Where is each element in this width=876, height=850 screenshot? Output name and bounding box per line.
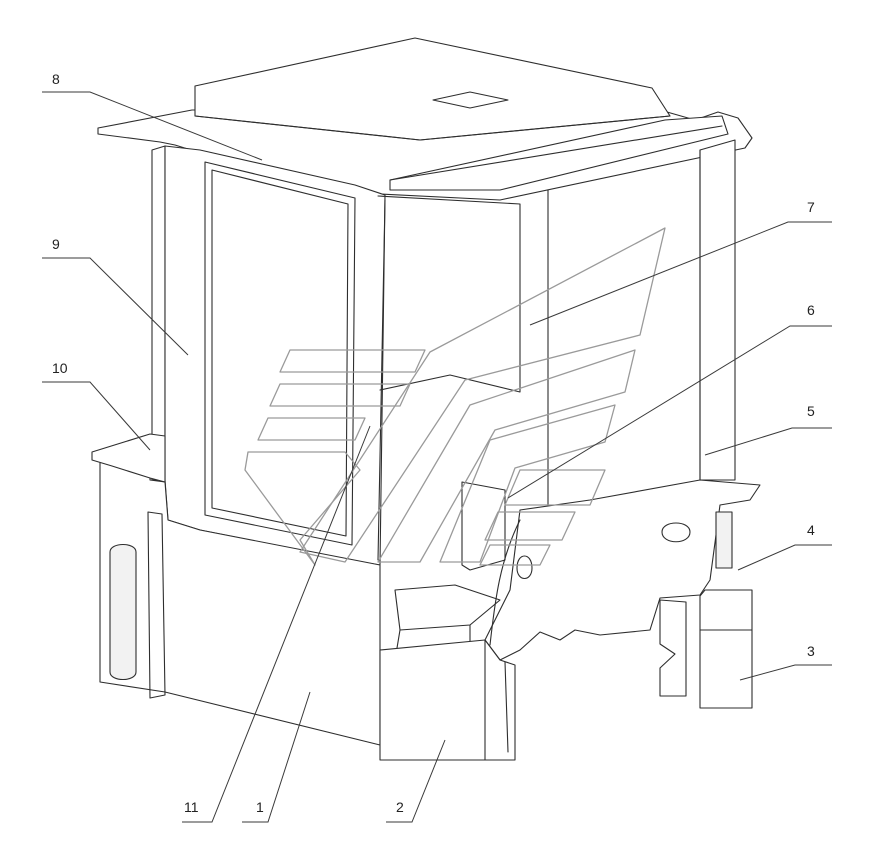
leader-9	[42, 257, 189, 356]
callout-4: 4	[807, 522, 815, 538]
watermark-logo	[244, 227, 666, 566]
cab-drawing	[91, 37, 761, 761]
callout-9: 9	[52, 236, 60, 252]
leader-8	[42, 91, 263, 161]
callout-labels: 8 9 10 7 6 5 4 3 11 1 2	[52, 71, 815, 815]
leader-10	[42, 381, 151, 451]
callout-8: 8	[52, 71, 60, 87]
dash-vent	[715, 511, 733, 569]
front-step-box	[379, 639, 516, 761]
right-lower-box	[699, 589, 753, 709]
leader-lines	[42, 91, 832, 823]
callout-10: 10	[52, 360, 68, 376]
leader-7	[529, 221, 832, 326]
leader-11	[182, 425, 371, 823]
roof-panel	[97, 109, 753, 201]
callout-3: 3	[807, 643, 815, 659]
floor-step	[394, 584, 501, 631]
right-bracket	[659, 599, 687, 697]
fender-lamp	[516, 555, 533, 580]
fender-hole	[661, 522, 691, 543]
callout-5: 5	[807, 403, 815, 419]
left-rear-pillar	[151, 145, 166, 481]
leader-3	[739, 664, 832, 681]
callout-2: 2	[396, 799, 404, 815]
leader-1	[242, 691, 311, 823]
leader-4	[737, 544, 832, 571]
roof-hatch	[432, 91, 509, 109]
front-door-frame	[377, 195, 521, 393]
callout-1: 1	[256, 799, 264, 815]
left-step-handle	[109, 543, 137, 681]
callout-7: 7	[807, 199, 815, 215]
leader-6	[507, 325, 832, 499]
callout-11: 11	[184, 799, 199, 815]
leader-2	[386, 739, 446, 823]
callout-6: 6	[807, 302, 815, 318]
side-window	[204, 161, 356, 546]
right-front-pillar	[699, 139, 736, 481]
leader-5	[704, 427, 832, 456]
